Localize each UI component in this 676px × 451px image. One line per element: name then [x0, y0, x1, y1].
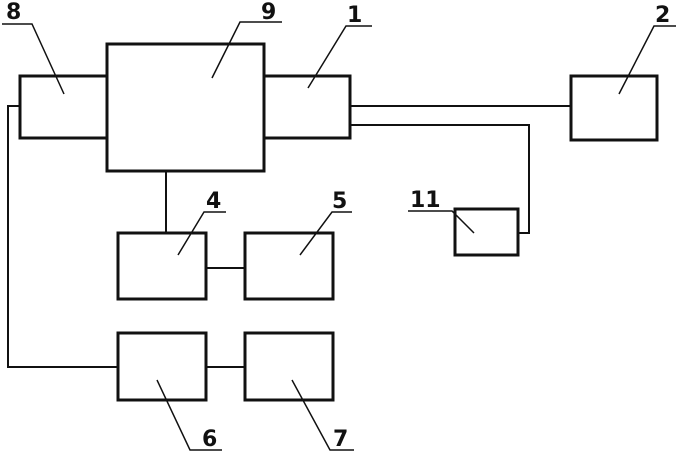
leader-5 — [299, 211, 352, 256]
leader-1 — [307, 25, 372, 89]
connection-wires — [7, 105, 571, 368]
label-11: 11 — [410, 188, 441, 213]
label-5: 5 — [332, 189, 347, 214]
leader-7 — [291, 379, 354, 451]
block-2 — [569, 74, 659, 142]
label-1: 1 — [347, 3, 362, 28]
block-8 — [18, 74, 109, 140]
block-4 — [116, 231, 208, 301]
leader-4 — [177, 211, 226, 256]
block-5 — [243, 231, 335, 301]
leader-6 — [156, 379, 222, 451]
block-11 — [453, 207, 520, 257]
wire-8-to-6 — [7, 105, 118, 368]
block-9 — [105, 42, 266, 173]
label-8: 8 — [6, 0, 21, 25]
leader-9 — [211, 21, 282, 79]
leader-8 — [2, 23, 65, 95]
label-6: 6 — [202, 427, 217, 451]
block-1 — [262, 74, 352, 140]
label-4: 4 — [206, 189, 221, 214]
leader-11 — [408, 210, 475, 234]
leader-2 — [618, 25, 676, 95]
blocks — [18, 42, 659, 402]
label-7: 7 — [333, 427, 348, 451]
block-7 — [243, 331, 335, 402]
label-2: 2 — [655, 3, 670, 28]
leader-lines — [2, 21, 676, 451]
label-9: 9 — [261, 0, 276, 25]
wire-1-to-11 — [350, 124, 530, 234]
block-6 — [116, 331, 208, 402]
block-labels: 8 9 1 2 11 4 5 6 7 — [6, 0, 670, 451]
